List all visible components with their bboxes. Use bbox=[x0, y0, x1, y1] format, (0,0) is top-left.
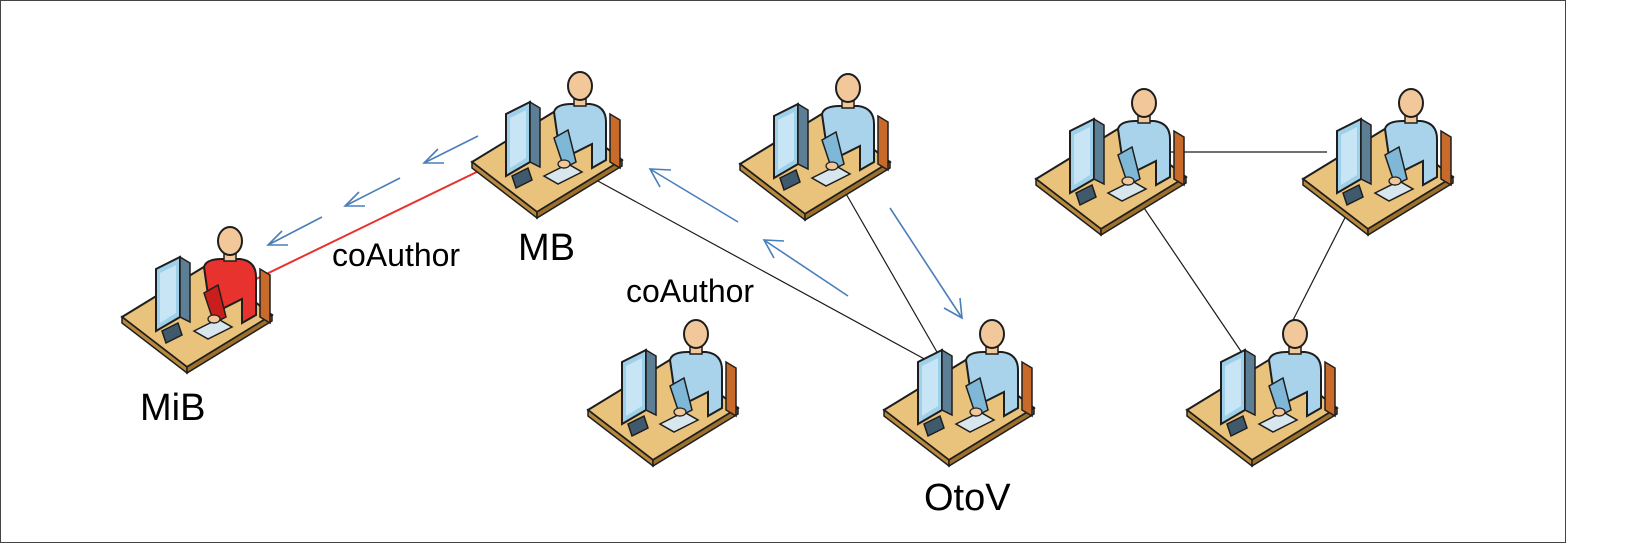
arrow-2 bbox=[343, 177, 401, 207]
links-layer bbox=[251, 151, 1357, 373]
person-figure bbox=[552, 71, 607, 170]
person-figure bbox=[1383, 88, 1438, 187]
link-n7-n8 bbox=[1287, 195, 1357, 331]
arrow-4 bbox=[648, 168, 739, 223]
diagram-frame bbox=[0, 0, 1566, 543]
link-mb-otov bbox=[595, 179, 931, 363]
person-figure bbox=[820, 73, 875, 172]
node-n6 bbox=[1035, 88, 1187, 236]
arrow-1 bbox=[422, 135, 479, 164]
node-otov bbox=[883, 319, 1035, 467]
node-n8 bbox=[1186, 319, 1338, 467]
link-mb-mib bbox=[251, 166, 488, 282]
label-mib: MiB bbox=[140, 387, 205, 429]
person-figure bbox=[964, 319, 1019, 418]
person-figure bbox=[1267, 319, 1322, 418]
node-mib bbox=[121, 226, 273, 374]
arrow-3 bbox=[266, 216, 323, 246]
arrow-5 bbox=[762, 239, 849, 297]
node-mb bbox=[471, 71, 623, 219]
arrow-6 bbox=[889, 207, 963, 320]
label-otov: OtoV bbox=[924, 477, 1011, 519]
label-coauthor-mid: coAuthor bbox=[626, 273, 754, 309]
person-figure bbox=[668, 319, 723, 418]
label-mb: MB bbox=[518, 227, 575, 269]
label-coauthor-left: coAuthor bbox=[332, 237, 460, 273]
person-figure bbox=[1116, 88, 1171, 187]
arrows-layer bbox=[266, 135, 963, 320]
node-n3 bbox=[739, 73, 891, 221]
node-n7 bbox=[1302, 88, 1454, 236]
link-n6-n8 bbox=[1139, 201, 1256, 373]
node-n4 bbox=[587, 319, 739, 467]
link-n3-otov bbox=[844, 191, 946, 367]
person-figure bbox=[202, 226, 257, 325]
